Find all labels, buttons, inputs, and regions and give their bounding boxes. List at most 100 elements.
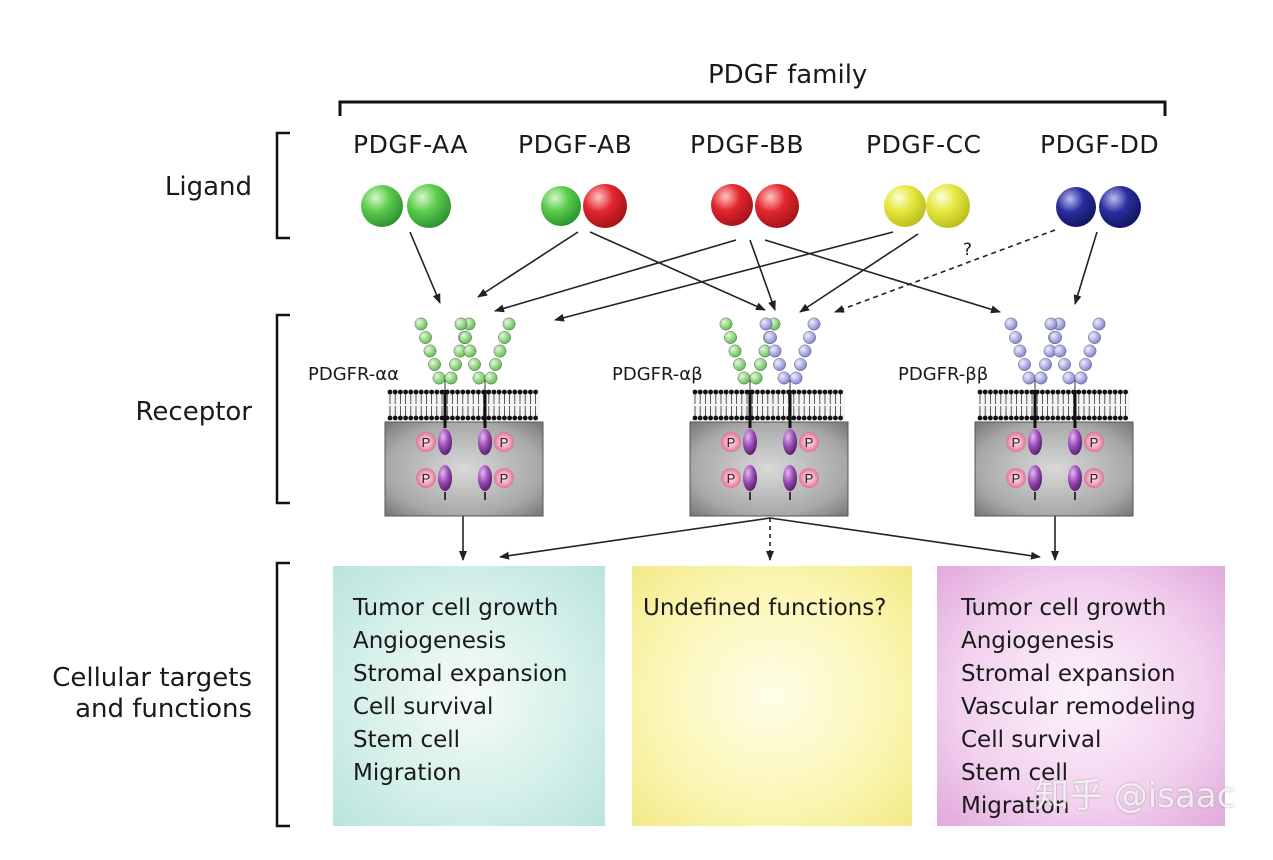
kinase-domain: [478, 429, 492, 455]
phospho-label: P: [805, 471, 814, 486]
receptor-label-bb: PDGFR-ββ: [898, 364, 989, 385]
receptor-bead: [1088, 331, 1101, 344]
receptor-bead: [1049, 331, 1062, 344]
watermark: 知乎 @isaac: [1035, 776, 1236, 816]
ligand-dimer-ab: [541, 184, 627, 228]
function-box-alpha-beta: Undefined functions?: [632, 566, 912, 826]
receptor-bead: [489, 358, 502, 371]
kinase-domain: [1068, 429, 1082, 455]
receptor-bead: [432, 371, 446, 385]
kinase-domain: [438, 429, 452, 455]
phospho-label: P: [727, 435, 736, 450]
receptor-bead: [1053, 344, 1067, 358]
receptor-bead: [724, 331, 737, 344]
receptor-bead: [1013, 344, 1027, 358]
phospho-label: P: [500, 471, 509, 486]
phospho-label: P: [1090, 435, 1099, 450]
receptor-bead: [493, 344, 507, 358]
row-label-receptor: Receptor: [135, 397, 252, 427]
receptor-bead: [1022, 371, 1036, 385]
receptor-bead: [449, 358, 462, 371]
function-item: Stromal expansion: [353, 661, 568, 687]
receptor-bead: [414, 317, 428, 331]
receptor-bead: [754, 358, 767, 371]
receptor-bead: [1074, 371, 1088, 385]
family-title-text: PDGF family: [708, 60, 868, 90]
function-item: Cell survival: [353, 694, 494, 720]
phospho-label: P: [727, 471, 736, 486]
ligand-name-bb: PDGF-BB: [690, 130, 805, 159]
receptor-bead: [484, 371, 498, 385]
ligand-dimer-dd: [1056, 186, 1141, 228]
receptor-bead: [459, 331, 472, 344]
receptor-bead: [472, 371, 486, 385]
receptor-bead: [1083, 344, 1097, 358]
question-mark: ?: [963, 240, 973, 260]
ligand-name-dd: PDGF-DD: [1040, 130, 1160, 159]
receptor-bead: [777, 371, 791, 385]
receptor-bead: [764, 331, 777, 344]
phospho-label: P: [1090, 471, 1099, 486]
phospho-label: P: [422, 471, 431, 486]
kinase-domain: [1028, 465, 1042, 491]
function-item: Undefined functions?: [643, 595, 887, 621]
receptor-bead: [419, 331, 432, 344]
ligand-name-ab: PDGF-AB: [518, 130, 633, 159]
signal-arrows: [459, 516, 1059, 561]
receptor-bead: [798, 344, 812, 358]
ligand-dimer-aa: [361, 184, 451, 228]
receptor-bead: [423, 344, 437, 358]
row-label-ligand: Ligand: [164, 172, 252, 202]
receptor-bead: [749, 371, 763, 385]
function-item: Stem cell: [961, 760, 1069, 786]
receptor-bead: [428, 358, 441, 371]
function-item: Angiogenesis: [961, 628, 1115, 654]
receptor-bead: [1044, 317, 1058, 331]
phospho-label: P: [1012, 471, 1021, 486]
phospho-label: P: [500, 435, 509, 450]
receptor-bead: [1004, 317, 1018, 331]
function-item: Stem cell: [353, 727, 461, 753]
ligand-bracket: [275, 131, 290, 240]
receptor-bead: [737, 371, 751, 385]
receptor-bead: [454, 317, 468, 331]
function-item: Migration: [353, 760, 462, 786]
receptor-bead: [498, 331, 511, 344]
row-label-targets-line1: Cellular targets: [52, 663, 252, 693]
receptor-bead: [1009, 331, 1022, 344]
receptor-bead: [502, 317, 516, 331]
function-item: Stromal expansion: [961, 661, 1176, 687]
receptor-bead: [1079, 358, 1092, 371]
function-item: Tumor cell growth: [961, 595, 1167, 621]
receptor-bead: [794, 358, 807, 371]
receptor-bead: [773, 358, 786, 371]
receptor-bead: [719, 317, 733, 331]
receptor-bead: [463, 344, 477, 358]
ligand-dimer-bb: [711, 184, 799, 228]
receptor-bead: [728, 344, 742, 358]
kinase-domain: [783, 429, 797, 455]
receptor-bead: [468, 358, 481, 371]
receptor-bead: [807, 317, 821, 331]
family-bracket: [338, 100, 1167, 116]
receptor-bead: [733, 358, 746, 371]
receptor-bead: [1062, 371, 1076, 385]
kinase-domain: [478, 465, 492, 491]
function-item: Migration: [961, 793, 1070, 819]
kinase-domain: [1028, 429, 1042, 455]
phospho-label: P: [422, 435, 431, 450]
receptor-bead: [1018, 358, 1031, 371]
ligand-dimer-cc: [884, 184, 970, 228]
receptor-alpha-alpha: P P P P: [384, 317, 544, 517]
row-label-targets-line2: and functions: [75, 694, 252, 724]
function-item: Tumor cell growth: [353, 595, 559, 621]
receptor-alpha-beta: P P P P: [689, 317, 849, 517]
phospho-label: P: [805, 435, 814, 450]
kinase-domain: [783, 465, 797, 491]
receptor-label-aa: PDGFR-αα: [308, 364, 400, 385]
